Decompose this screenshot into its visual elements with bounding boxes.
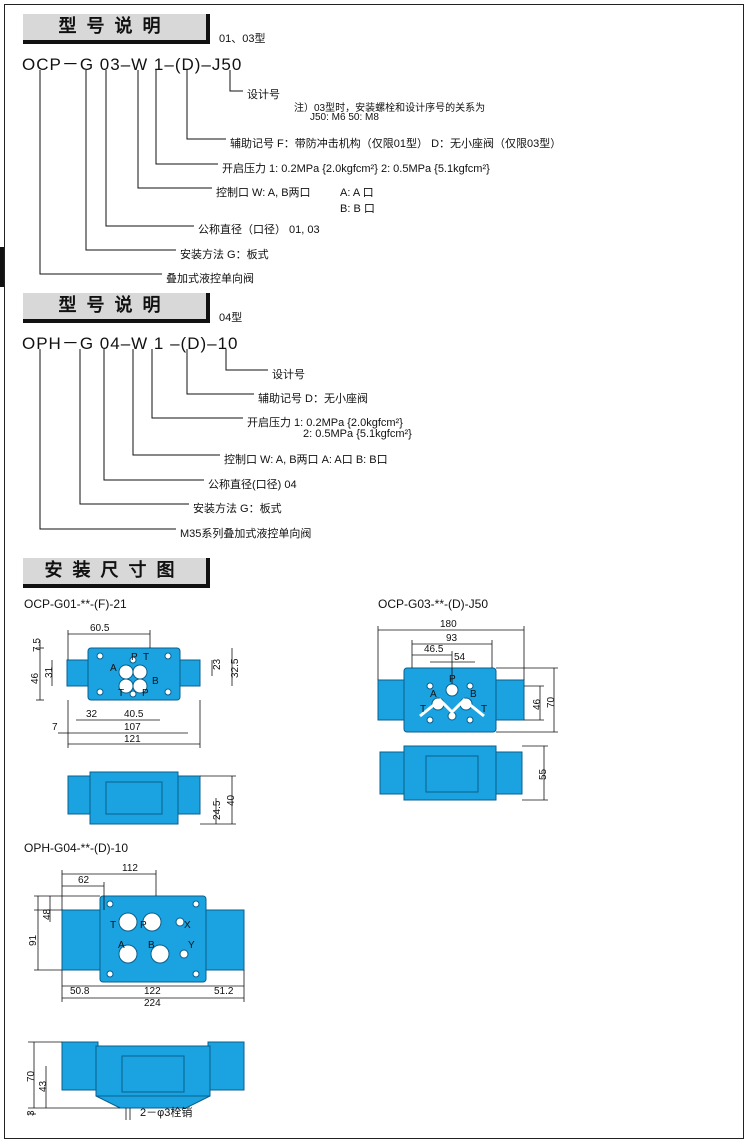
g03-dim-180: 180: [440, 619, 457, 630]
s1-label-aux: 辅助记号 F：带防冲击机构（仅限01型） D：无小座阀（仅限03型）: [230, 138, 562, 150]
g01-dim-7.5: 7.5: [32, 638, 43, 652]
g01-port-t-bot: T: [118, 688, 124, 699]
g04-name: OPH-G04-**-(D)-10: [24, 841, 129, 855]
g01-dim-23: 23: [212, 658, 223, 670]
g01-dim-121: 121: [124, 734, 141, 745]
g01-side-view: 24.5 40: [67, 771, 237, 825]
g03-name: OCP-G03-**-(D)-J50: [378, 597, 489, 611]
g03-dim-54: 54: [454, 652, 466, 663]
g01-dim-31: 31: [44, 666, 55, 678]
s2-label-mount: 安装方法 G：板式: [193, 503, 282, 515]
g03-dim-46: 46: [532, 698, 543, 710]
section1-subtitle: 01、03型: [219, 33, 266, 45]
s1-leader-lines: [39, 70, 243, 275]
g04-dim-224: 224: [144, 998, 161, 1009]
s1-label-port-a: A: A 口: [340, 187, 374, 199]
page-edge-marker: [0, 247, 4, 287]
g04-dim-91: 91: [28, 934, 39, 946]
g01-dim-32.5: 32.5: [230, 658, 241, 678]
section2-title: 型号说明: [23, 293, 210, 323]
g04-dim-3: 3: [26, 1110, 37, 1116]
g03-top-view: P A B T T 180 93 46.5 54 46 70: [377, 619, 558, 733]
g01-dim-40: 40: [226, 794, 237, 806]
s1-label-pressure: 开启压力 1: 0.2MPa {2.0kgfcm²} 2: 0.5MPa {5.…: [222, 163, 490, 175]
g04-port-p: P: [140, 920, 147, 931]
s1-label-design: 设计号: [247, 89, 280, 101]
g04-dim-112: 112: [122, 863, 138, 874]
g01-dim-7: 7: [52, 722, 58, 733]
g03-port-t-left: T: [420, 704, 426, 715]
g03-port-t-right: T: [481, 704, 487, 715]
g04-port-x: X: [184, 920, 191, 931]
s1-label-port: 控制口 W: A, B两口: [216, 187, 311, 199]
page-frame: [4, 4, 744, 1139]
s2-label-port: 控制口 W: A, B两口 A: A口 B: B口: [224, 454, 388, 466]
s1-label-design-note2: J50: M6 50: M8: [310, 112, 379, 123]
s1-label-design-note1: 注）03型时，安装螺栓和设计序号的关系为: [294, 103, 486, 114]
g03-dim-46.5: 46.5: [424, 644, 444, 655]
g04-port-b: B: [148, 940, 155, 951]
g04-dim-50.8: 50.8: [70, 986, 90, 997]
s1-label-port-b: B: B 口: [340, 203, 375, 215]
g03-port-p: P: [449, 674, 456, 685]
g04-port-t: T: [110, 920, 116, 931]
g01-top-view: T P A B T P 60.5 7.5 46 31 23 32.5 32 40…: [30, 623, 241, 748]
section2-model-code: OPH－G 04–W 1 –(D)–10: [22, 334, 239, 353]
g01-dim-32: 32: [86, 709, 98, 720]
g04-dim-43: 43: [38, 1080, 49, 1092]
g04-dim-70: 70: [26, 1070, 37, 1082]
g03-port-a: A: [430, 689, 437, 700]
s1-label-size: 公称直径（口径） 01, 03: [198, 224, 320, 236]
g01-port-t-top: T: [143, 652, 149, 663]
section3-title: 安装尺寸图: [23, 558, 210, 588]
s2-leader-lines: [39, 349, 268, 530]
g01-dim-24.5: 24.5: [212, 800, 223, 820]
s1-label-mount: 安装方法 G：板式: [180, 249, 269, 261]
g03-side-view: 55: [379, 745, 549, 801]
g01-port-b: B: [152, 676, 159, 687]
g03-dim-93: 93: [446, 633, 458, 644]
g04-side-view: 70 43 3 2－φ3栓销: [26, 1041, 245, 1120]
g03-port-b: B: [470, 689, 477, 700]
s2-label-size: 公称直径(口径) 04: [208, 479, 297, 491]
s2-label-design: 设计号: [272, 369, 305, 381]
g01-dim-40.5: 40.5: [124, 709, 144, 720]
section1-title: 型号说明: [23, 14, 210, 44]
g04-dim-62: 62: [78, 875, 90, 886]
g04-port-y: Y: [188, 940, 195, 951]
section2-subtitle: 04型: [219, 312, 243, 324]
g04-dim-48: 48: [42, 908, 53, 920]
g01-port-p-top: P: [131, 652, 138, 663]
g04-dim-51.2: 51.2: [214, 986, 234, 997]
g01-dim-46: 46: [30, 672, 41, 684]
s2-label-aux: 辅助记号 D：无小座阀: [258, 393, 368, 405]
g04-port-a: A: [118, 940, 125, 951]
s2-label-pressure1: 开启压力 1: 0.2MPa {2.0kgfcm²}: [247, 417, 403, 429]
g03-dim-70: 70: [546, 696, 557, 708]
g04-top-view: T P X A B Y 112 62 48 91 50.8 122 51.2 2…: [28, 863, 245, 1009]
g01-port-p-bot: P: [142, 688, 149, 699]
g01-dim-60.5: 60.5: [90, 623, 110, 634]
g01-name: OCP-G01-**-(F)-21: [24, 597, 127, 611]
s1-label-type: 叠加式液控单向阀: [166, 273, 254, 285]
g04-pin-label: 2－φ3栓销: [140, 1105, 192, 1119]
g01-dim-107: 107: [124, 722, 141, 733]
g03-dim-55: 55: [538, 768, 549, 780]
section1-model-code: OCP－G 03–W 1–(D)–J50: [22, 55, 243, 74]
g01-port-a: A: [110, 663, 117, 674]
s2-label-pressure2: 2: 0.5MPa {5.1kgfcm²}: [303, 428, 412, 440]
s2-label-type: M35系列叠加式液控单向阀: [180, 528, 312, 540]
g04-dim-122: 122: [144, 986, 161, 997]
